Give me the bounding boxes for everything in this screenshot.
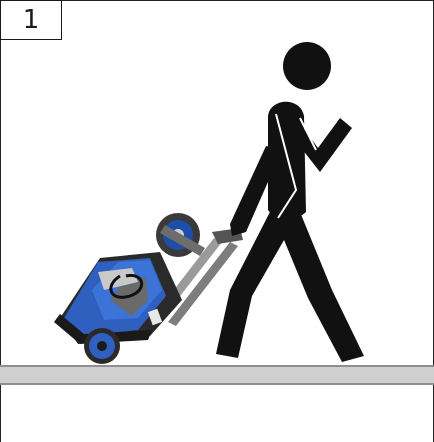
floor <box>0 366 434 384</box>
walking-person-icon <box>216 42 364 362</box>
step-number-box: 1 <box>0 0 62 40</box>
step-number: 1 <box>23 7 40 33</box>
pressure-washer-trolley-icon <box>54 213 243 364</box>
